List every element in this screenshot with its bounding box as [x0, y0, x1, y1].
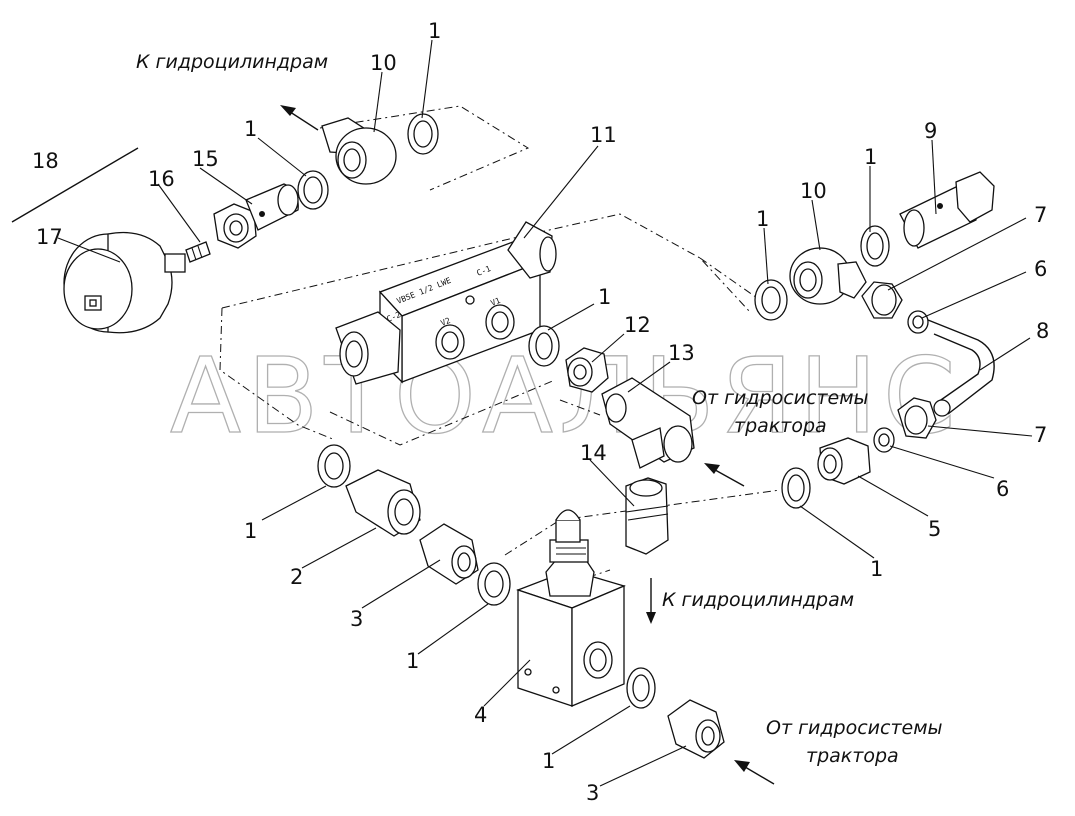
part-2-union	[345, 469, 421, 537]
callout-7: 7	[1034, 423, 1047, 447]
callout-10: 10	[800, 179, 827, 203]
seal-ring-left-b	[477, 562, 511, 606]
part-3-adapter-upper	[419, 523, 479, 585]
annotation-from-tractor-bottom-line2: трактора	[806, 745, 899, 767]
annotation-to-cylinders-mid: К гидроцилиндрам	[662, 589, 854, 611]
callout-15: 15	[192, 147, 219, 171]
callout-1: 1	[756, 207, 769, 231]
seal-ring-right-c	[781, 467, 811, 509]
annotation-to-cylinders-top: К гидроцилиндрам	[136, 51, 328, 73]
leader-lines	[57, 39, 1033, 787]
annotation-from-tractor-mid-line1: От гидросистемы	[692, 387, 869, 409]
callout-3: 3	[586, 781, 599, 805]
arrow-top-left	[280, 105, 319, 131]
part-8-hose	[927, 319, 995, 417]
seal-ring-right-b	[754, 279, 788, 321]
part-18-line	[11, 147, 139, 223]
callout-1: 1	[244, 519, 257, 543]
callout-1: 1	[406, 649, 419, 673]
watermark: АВТОАЛЬЯНС	[170, 335, 962, 457]
block-mark-v1: V1	[489, 296, 501, 308]
seal-ring-left-a	[317, 444, 351, 488]
assembly-lines	[219, 105, 781, 601]
part-7-nut-upper	[861, 281, 903, 319]
callout-7: 7	[1034, 203, 1047, 227]
arrow-bottom-right	[734, 760, 775, 785]
part-14-union	[625, 477, 669, 555]
part-7-nut-lower	[897, 397, 937, 439]
callout-1: 1	[428, 19, 441, 43]
arrow-mid-right	[704, 463, 745, 487]
block-mark-v2: V2	[439, 316, 451, 328]
part-10-banjo-right	[789, 247, 867, 305]
part-9-banjo-bolt	[899, 171, 995, 249]
callout-3: 3	[350, 607, 363, 631]
part-5-adapter	[817, 437, 871, 485]
callout-8: 8	[1036, 319, 1049, 343]
callout-12: 12	[624, 313, 651, 337]
part-6-ferrule-lower	[873, 427, 895, 453]
callout-16: 16	[148, 167, 175, 191]
part-11-valve-block: VBSE 1/2 LWE C-1 C-2 V1 V2	[335, 221, 557, 385]
callout-6: 6	[1034, 257, 1047, 281]
flow-annotations: К гидроцилиндрам От гидросистемы трактор…	[136, 51, 943, 767]
callout-1: 1	[598, 285, 611, 309]
callout-6: 6	[996, 477, 1009, 501]
callout-2: 2	[290, 565, 303, 589]
part-6-ferrule-upper	[907, 310, 929, 334]
seal-ring-top-a	[297, 170, 329, 210]
part-15-banjo-bolt	[213, 183, 299, 249]
callout-1: 1	[864, 145, 877, 169]
callout-numbers: 1 10 1 15 18 16 17 11 9 1 10 1 7 6 8 1 1…	[32, 19, 1049, 805]
part-17-accumulator	[63, 231, 186, 334]
callout-4: 4	[474, 703, 487, 727]
part-10-banjo-top	[321, 117, 397, 185]
callout-18: 18	[32, 149, 59, 173]
callout-9: 9	[924, 119, 937, 143]
seal-ring-bottom	[626, 667, 656, 709]
callout-1: 1	[542, 749, 555, 773]
callout-11: 11	[590, 123, 617, 147]
annotation-from-tractor-mid-line2: трактора	[734, 415, 827, 437]
part-16-nipple	[185, 241, 211, 263]
callout-13: 13	[668, 341, 695, 365]
part-13-tee	[601, 377, 695, 469]
callout-14: 14	[580, 441, 607, 465]
seal-ring-top-b	[407, 113, 439, 155]
callout-1: 1	[870, 557, 883, 581]
callout-10: 10	[370, 51, 397, 75]
seal-ring-mid	[528, 325, 560, 367]
part-3-adapter-lower	[667, 699, 725, 759]
annotation-from-tractor-bottom-line1: От гидросистемы	[766, 717, 943, 739]
seal-ring-right-a	[860, 225, 890, 267]
part-4-relief-valve	[516, 509, 626, 707]
callout-17: 17	[36, 225, 63, 249]
part-12-adapter	[565, 347, 609, 393]
arrow-down	[646, 578, 656, 624]
callout-1: 1	[244, 117, 257, 141]
callout-5: 5	[928, 517, 941, 541]
